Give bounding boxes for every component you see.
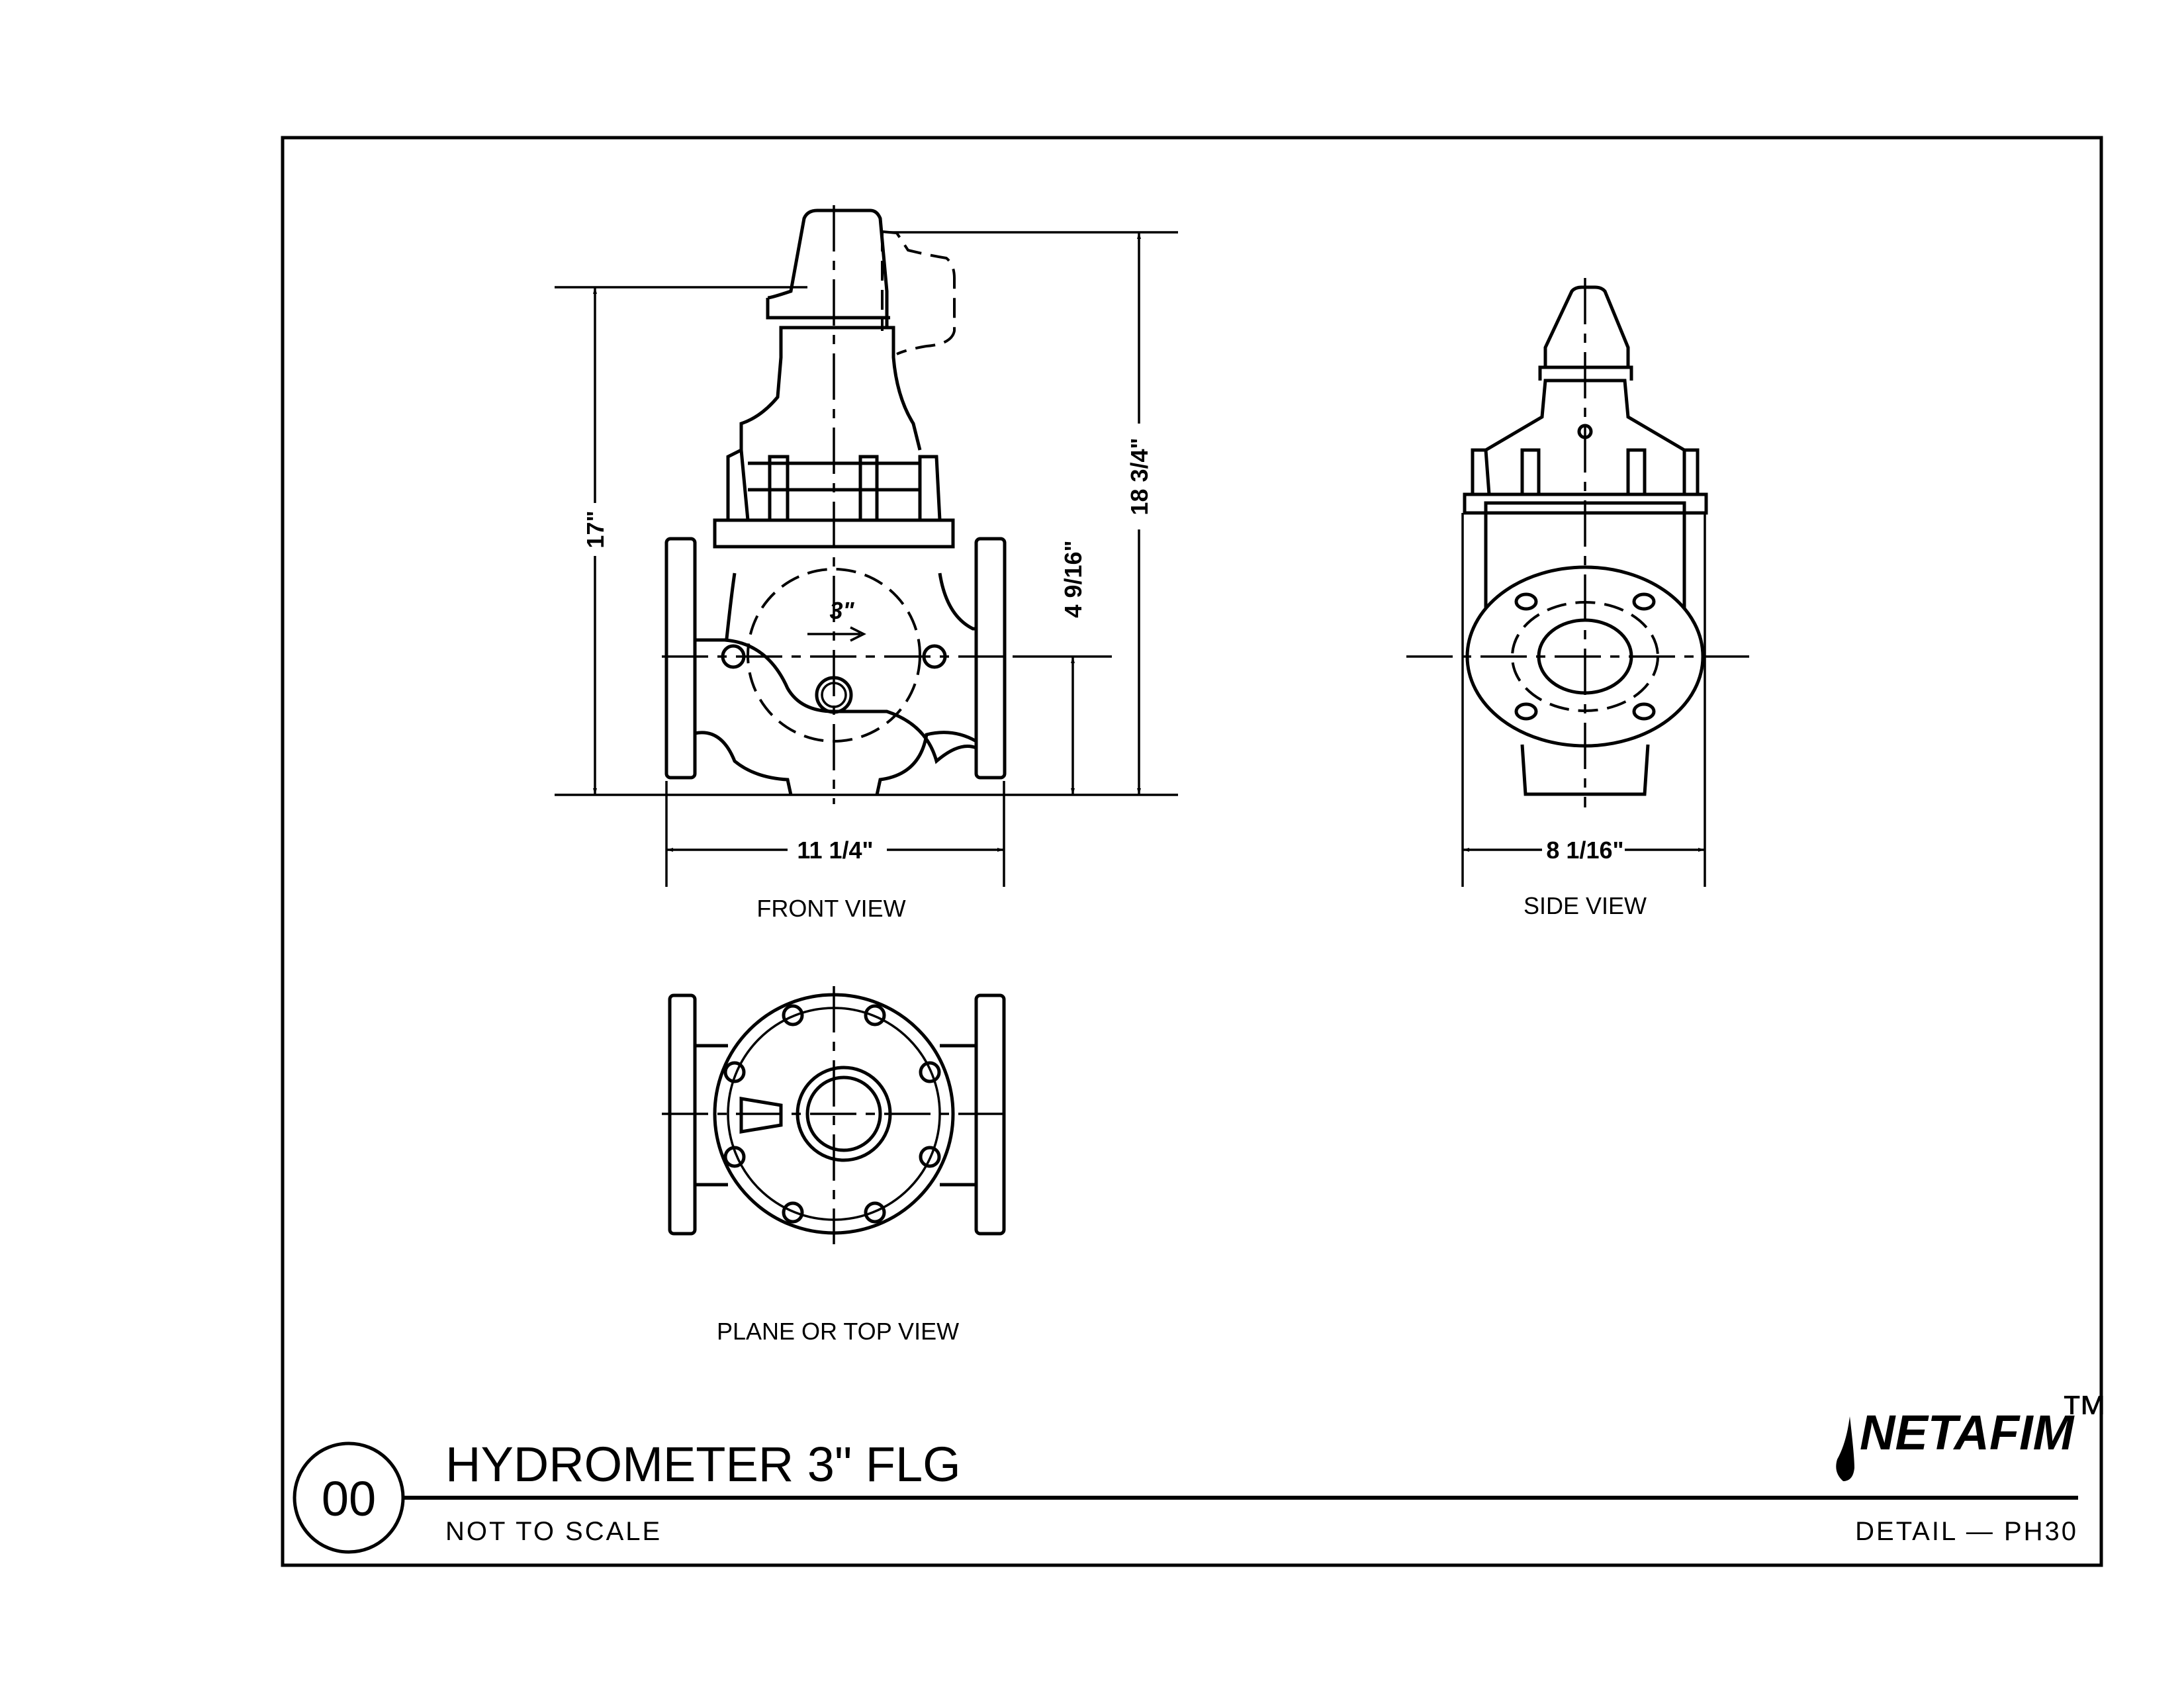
water-drop-icon: [1836, 1416, 1854, 1481]
top-view: PLANE OR TOP VIEW: [662, 986, 1013, 1345]
dim-height-total: 18 3/4": [1126, 437, 1153, 515]
netafim-logo: NETAFIM ™: [1836, 1385, 2109, 1481]
title-block: 00 HYDROMETER 3" FLG NOT TO SCALE DETAIL…: [293, 1385, 2109, 1554]
top-view-label: PLANE OR TOP VIEW: [717, 1318, 959, 1345]
dim-side-width: 8 1/16": [1546, 837, 1623, 864]
side-view-label: SIDE VIEW: [1524, 892, 1647, 919]
left-flange: [664, 537, 697, 780]
detail-number: 00: [322, 1471, 376, 1526]
drawing-title: HYDROMETER 3" FLG: [445, 1437, 961, 1492]
svg-text:™: ™: [2060, 1385, 2109, 1440]
sheet-border: [281, 136, 2103, 1567]
front-view: 3": [662, 205, 1007, 804]
dim-centerline-height: 4 9/16": [1060, 540, 1087, 617]
flow-arrow-icon: [807, 626, 866, 642]
dim-length: 11 1/4": [797, 837, 873, 864]
side-view: 8 1/16" SIDE VIEW: [1406, 278, 1757, 919]
detail-reference: DETAIL — PH30: [1855, 1517, 2078, 1546]
front-dimensions: 17" 18 3/4" 4 9/16" 11 1/4" FRONT VIEW: [555, 231, 1178, 922]
scale-note: NOT TO SCALE: [445, 1517, 662, 1546]
dim-height-body: 17": [582, 510, 609, 548]
logo-text: NETAFIM: [1860, 1405, 2075, 1460]
right-flange: [974, 537, 1007, 780]
front-view-label: FRONT VIEW: [756, 895, 905, 922]
